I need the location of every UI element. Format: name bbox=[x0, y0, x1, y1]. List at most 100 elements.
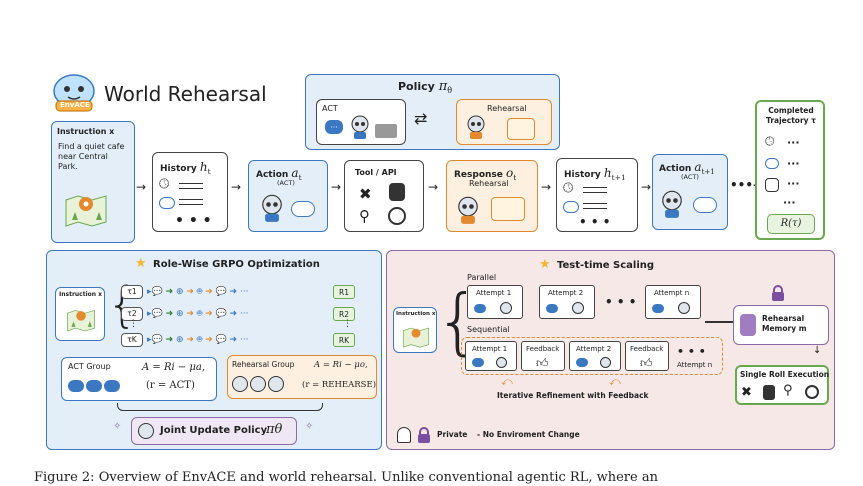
memory-label: Rehearsal Memory m bbox=[762, 314, 807, 333]
note-icon bbox=[507, 118, 535, 140]
tools-icon: ✖︎ bbox=[741, 385, 752, 400]
globe-icon bbox=[805, 385, 819, 399]
robot-icon bbox=[268, 376, 284, 392]
globe-icon bbox=[388, 207, 406, 225]
magnifier-icon: ⚲ bbox=[359, 207, 370, 225]
joint-label: Joint Update Policy bbox=[160, 425, 268, 436]
robot-icon bbox=[496, 357, 507, 368]
grpo-instruction-box: Instruction x bbox=[55, 287, 105, 341]
robot-icon bbox=[678, 302, 690, 314]
refinement-arrows: ⤺ bbox=[609, 375, 621, 388]
reward-chip: R(τ) bbox=[767, 214, 815, 234]
arrow: → bbox=[136, 180, 147, 194]
tools-icon: ✖︎ bbox=[359, 185, 372, 203]
robot-icon bbox=[465, 114, 487, 139]
action-box: Action at (ACT) bbox=[248, 160, 328, 232]
chat-icon bbox=[291, 201, 315, 217]
merge-brace bbox=[117, 403, 323, 411]
swap-arrows-icon: ⇄ bbox=[414, 109, 428, 128]
rehearsal-group-box: Rehearsal Group A = Ri − μo, (r = REHEAR… bbox=[227, 355, 377, 399]
grpo-panel: ★ Role-Wise GRPO Optimization Instructio… bbox=[46, 250, 382, 450]
database-icon bbox=[740, 314, 756, 336]
joint-symbol: πθ bbox=[266, 422, 283, 437]
tts-instruction-label: Instruction x bbox=[396, 311, 436, 317]
ellipsis-icon: • • • bbox=[677, 345, 706, 358]
action-title: Action bbox=[256, 170, 289, 180]
action-next-title: Action bbox=[659, 164, 692, 174]
clock-icon: 🕓︎ bbox=[563, 181, 574, 196]
lines-icon bbox=[179, 199, 203, 205]
feedback-label: Feedback bbox=[526, 345, 560, 353]
tts-instruction-box: Instruction x bbox=[393, 307, 437, 353]
lock-icon bbox=[771, 285, 785, 301]
sparkle-icon: ✧ bbox=[113, 421, 122, 432]
policy-act-label: ACT bbox=[322, 104, 338, 113]
action-sub: t bbox=[298, 172, 302, 182]
attempt-label: Attempt 2 bbox=[576, 345, 612, 353]
robot-icon bbox=[455, 195, 481, 225]
chat-icon bbox=[86, 380, 102, 392]
history-sub: t bbox=[207, 166, 211, 176]
robot-icon bbox=[250, 376, 266, 392]
tts-panel: ★ Test-time Scaling Instruction x { Para… bbox=[386, 250, 835, 450]
private-note: - No Enviroment Change bbox=[477, 430, 580, 439]
arrow: → bbox=[428, 180, 439, 194]
note-icon bbox=[491, 197, 525, 221]
action-next-sub: t+1 bbox=[701, 167, 715, 176]
policy-title: Policy bbox=[398, 80, 435, 93]
completed-dots-1: ··· bbox=[787, 136, 800, 149]
private-label: Private bbox=[437, 430, 468, 439]
chat-icon bbox=[563, 201, 579, 213]
database-icon bbox=[763, 385, 775, 400]
figure-caption: Figure 2: Overview of EnvACE and world r… bbox=[34, 470, 658, 485]
response-symbol: o bbox=[506, 166, 514, 180]
tau-chip: τK bbox=[121, 333, 143, 347]
lock-icon bbox=[417, 427, 431, 443]
ellipsis-icon: • • • bbox=[579, 215, 611, 229]
arrow: → bbox=[331, 180, 342, 194]
arrow: → bbox=[541, 180, 552, 194]
response-tag: Rehearsal bbox=[469, 179, 509, 188]
action-tag: (ACT) bbox=[277, 179, 295, 187]
single-roll-box: Single Roll Execution ✖︎ ⚲ bbox=[735, 365, 829, 405]
rollout-sequence: ▸💬 ➜ ⊕ ➜ 🤖︎ ➜ 💬 ➜ ··· bbox=[147, 335, 249, 345]
ellipsis-icon: • • • bbox=[605, 295, 637, 309]
chat-icon bbox=[765, 158, 779, 169]
reward-chip: R1 bbox=[333, 285, 355, 299]
rehearsal-condition: (r = REHEARSE) bbox=[302, 380, 377, 390]
reward-chip: RK bbox=[333, 333, 355, 347]
history-next-symbol: h bbox=[603, 166, 612, 180]
ghost-icon bbox=[397, 427, 411, 443]
feedback-label: Feedback bbox=[630, 345, 664, 353]
sequential-label: Sequential bbox=[467, 325, 510, 334]
policy-box: Policy πθ ACT ··· ⇄ Rehearsal bbox=[305, 74, 560, 150]
robot-icon bbox=[259, 193, 285, 223]
robot-icon bbox=[232, 376, 248, 392]
clock-icon: 🕓︎ bbox=[159, 177, 170, 192]
instruction-text: Find a quiet cafe near Central Park. bbox=[58, 142, 125, 171]
map-icon bbox=[402, 324, 430, 350]
chat-icon: ··· bbox=[325, 120, 343, 134]
attempt-label: Attempt 1 bbox=[476, 289, 512, 297]
policy-symbol: π bbox=[438, 79, 448, 94]
act-formula: A = Ri − μa, bbox=[142, 362, 206, 373]
history-symbol: h bbox=[199, 160, 208, 174]
vertical-dots: ⋮ bbox=[343, 319, 352, 329]
robot-icon bbox=[572, 302, 584, 314]
tool-title: Tool / API bbox=[355, 168, 397, 177]
attempt-label: Attempt 2 bbox=[548, 289, 584, 297]
vertical-dots: ⋮ bbox=[129, 319, 138, 329]
sequential-region bbox=[461, 337, 723, 375]
instruction-title: Instruction x bbox=[57, 127, 115, 136]
database-icon bbox=[389, 183, 405, 201]
tau-chip: τ1 bbox=[121, 285, 143, 299]
chat-icon bbox=[474, 304, 486, 313]
parallel-attempt: Attempt 1 bbox=[467, 285, 523, 319]
response-sub: t bbox=[513, 172, 517, 182]
robot-icon bbox=[659, 189, 685, 219]
refinement-arrows: ⤺ bbox=[501, 375, 513, 388]
chat-icon bbox=[576, 358, 588, 367]
star-icon: ★ bbox=[539, 257, 551, 272]
robot-icon bbox=[765, 178, 779, 192]
response-box: Response ot Rehearsal bbox=[446, 160, 538, 232]
